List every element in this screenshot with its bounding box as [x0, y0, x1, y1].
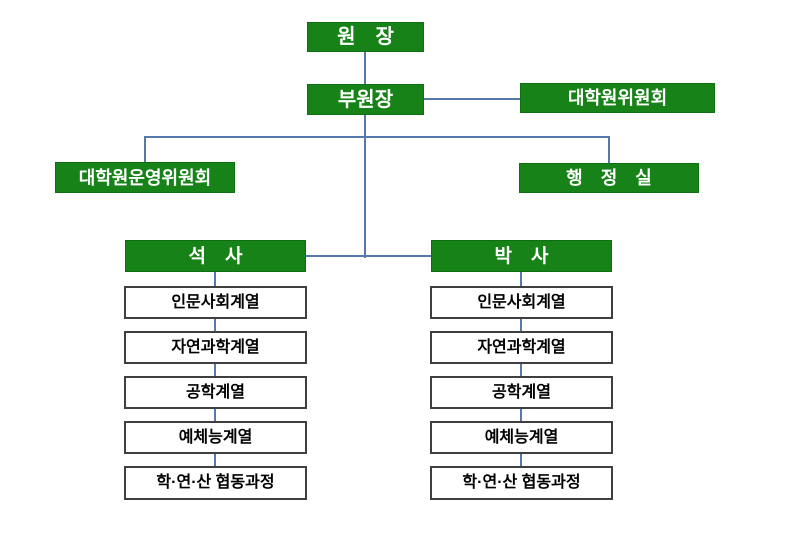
connector-doctoral-item — [520, 409, 522, 421]
masters-item-engineering: 공학계열 — [124, 376, 307, 409]
director-box: 원 장 — [307, 22, 424, 52]
connector-masters-doctoral — [306, 255, 431, 257]
connector-vice-trunk — [364, 115, 366, 258]
connector-masters-item — [214, 319, 216, 331]
admin-office-box: 행 정 실 — [519, 163, 699, 193]
doctoral-item-natural-sciences: 자연과학계열 — [430, 331, 613, 364]
steering-committee-box: 대학원운영위원회 — [55, 162, 235, 193]
connector-masters-item — [214, 364, 216, 376]
connector-drop-steering — [144, 136, 146, 162]
doctoral-item-arts-sports: 예체능계열 — [430, 421, 613, 454]
connector-doctoral-item — [520, 454, 522, 466]
connector-level2-horizontal — [144, 136, 610, 138]
connector-masters-item — [214, 272, 216, 286]
connector-drop-admin — [608, 136, 610, 163]
connector-masters-item — [214, 454, 216, 466]
doctoral-item-humanities: 인문사회계열 — [430, 286, 613, 319]
connector-doctoral-item — [520, 319, 522, 331]
masters-item-cooperative-program: 학·연·산 협동과정 — [124, 466, 307, 500]
masters-header-box: 석 사 — [125, 240, 306, 272]
masters-item-humanities: 인문사회계열 — [124, 286, 307, 319]
vice-director-box: 부원장 — [307, 84, 424, 115]
connector-director-vice — [364, 51, 366, 84]
connector-doctoral-item — [520, 364, 522, 376]
doctoral-item-engineering: 공학계열 — [430, 376, 613, 409]
connector-vice-grad-committee — [423, 98, 520, 100]
doctoral-item-cooperative-program: 학·연·산 협동과정 — [430, 466, 613, 500]
doctoral-header-box: 박 사 — [431, 240, 612, 272]
masters-item-natural-sciences: 자연과학계열 — [124, 331, 307, 364]
connector-doctoral-item — [520, 272, 522, 286]
connector-masters-item — [214, 409, 216, 421]
masters-item-arts-sports: 예체능계열 — [124, 421, 307, 454]
grad-committee-box: 대학원위원회 — [520, 83, 715, 113]
